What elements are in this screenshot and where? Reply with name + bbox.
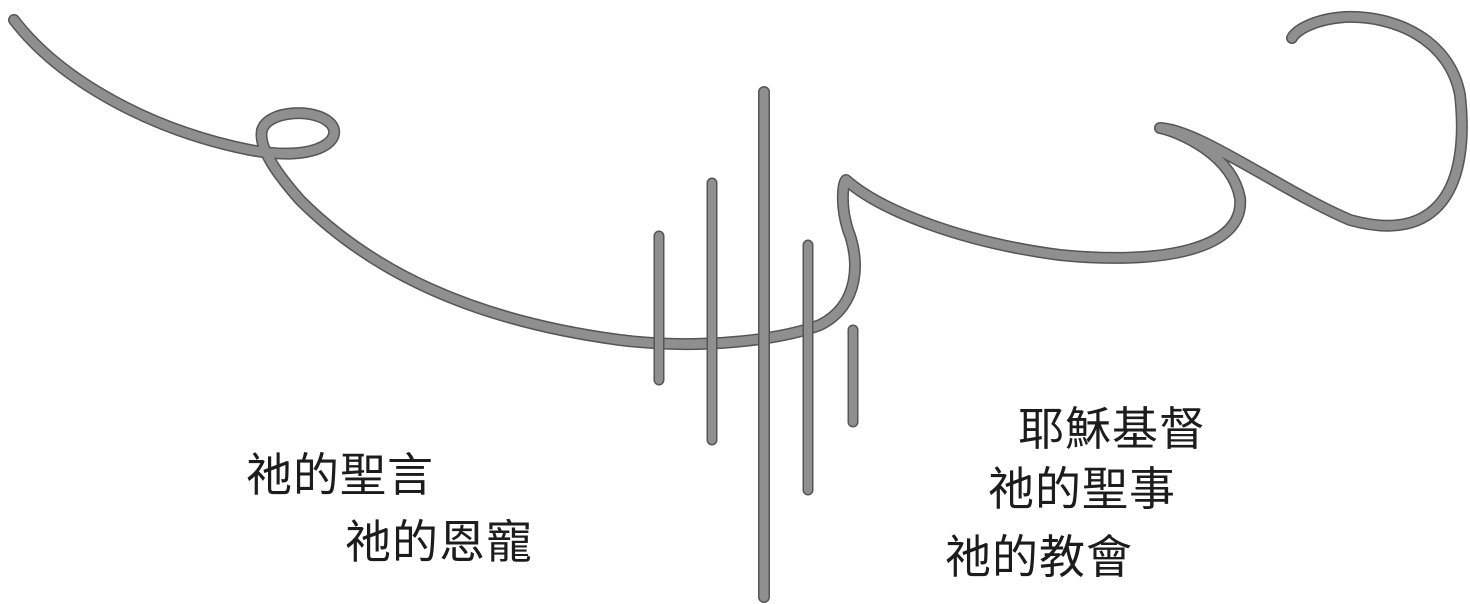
flowing-curve xyxy=(8,10,1468,351)
right-phrase-sacraments: 祂的聖事 xyxy=(988,462,1176,516)
right-phrase-jesus-christ: 耶穌基督 xyxy=(1018,402,1206,456)
left-phrase-grace: 祂的恩寵 xyxy=(345,515,533,569)
left-phrase-word: 祂的聖言 xyxy=(246,448,434,502)
right-phrase-church: 祂的教會 xyxy=(945,530,1133,584)
vertical-bars xyxy=(653,86,859,603)
